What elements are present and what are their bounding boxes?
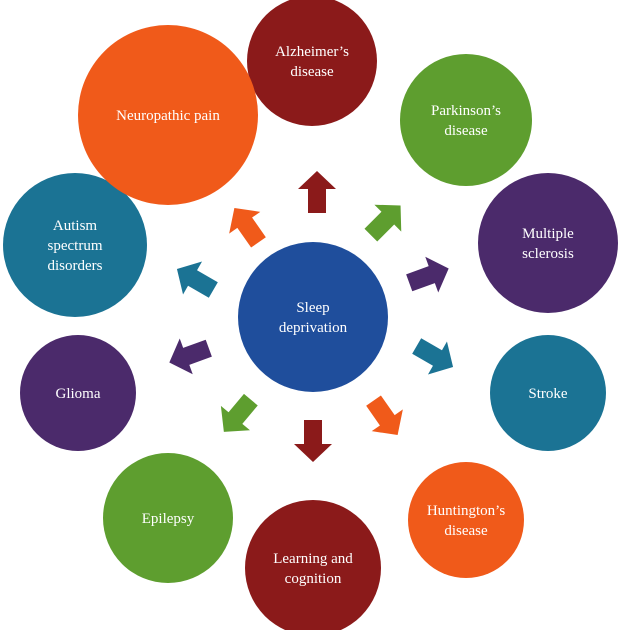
node-huntingtons-circle	[408, 462, 524, 578]
center-node-circle	[238, 242, 388, 392]
node-huntingtons: Huntington’s disease	[408, 462, 524, 578]
node-stroke-label-line: Stroke	[528, 386, 568, 402]
node-parkinsons-label-line: Parkinson’s	[431, 103, 501, 119]
node-glioma-circle	[20, 335, 136, 451]
node-huntingtons-label-line: Huntington’s	[427, 503, 506, 519]
node-neuropathic-pain-circle	[78, 25, 258, 205]
node-multiple-sclerosis: Multiple sclerosis	[478, 173, 618, 313]
node-multiple-sclerosis-circle	[478, 173, 618, 313]
node-glioma: Glioma	[20, 335, 136, 451]
center-node-label-line: deprivation	[279, 320, 348, 336]
node-neuropathic-pain: Neuropathic pain	[78, 25, 258, 205]
stroke-arrow	[412, 338, 454, 375]
node-epilepsy-circle	[103, 453, 233, 583]
node-epilepsy: Epilepsy	[103, 453, 233, 583]
alzheimers-arrow	[298, 171, 336, 213]
node-autism: Autism spectrum disorders	[3, 173, 147, 317]
multiple-sclerosis-arrow	[406, 256, 449, 293]
node-parkinsons-circle	[400, 54, 532, 186]
node-stroke-circle	[490, 335, 606, 451]
node-learning-cognition-label-line: Learning and	[273, 551, 353, 567]
node-alzheimers: Alzheimer’s disease	[247, 0, 377, 126]
node-learning-cognition-label-line: cognition	[285, 571, 342, 587]
node-parkinsons-label-line: disease	[444, 123, 488, 139]
node-multiple-sclerosis-label-line: sclerosis	[522, 246, 574, 262]
node-learning-cognition-circle	[245, 500, 381, 630]
node-autism-label-line: Autism	[53, 218, 98, 234]
huntingtons-arrow	[366, 395, 403, 436]
center-node-label-line: Sleep	[296, 300, 329, 316]
node-multiple-sclerosis-label-line: Multiple	[522, 226, 574, 242]
node-alzheimers-label-line: Alzheimer’s	[275, 44, 349, 60]
node-autism-label-line: spectrum	[48, 238, 103, 254]
node-learning-cognition: Learning and cognition	[245, 500, 381, 630]
node-alzheimers-circle	[247, 0, 377, 126]
parkinsons-arrow	[364, 204, 402, 242]
node-alzheimers-label-line: disease	[290, 64, 334, 80]
autism-arrow	[176, 261, 218, 298]
node-stroke: Stroke	[490, 335, 606, 451]
node-glioma-label-line: Glioma	[56, 386, 101, 402]
epilepsy-arrow	[220, 393, 258, 432]
node-huntingtons-label-line: disease	[444, 523, 488, 539]
learning-cognition-arrow	[294, 420, 332, 462]
node-neuropathic-pain-label-line: Neuropathic pain	[116, 108, 220, 124]
neuropathic-pain-arrow	[229, 207, 266, 248]
node-epilepsy-label-line: Epilepsy	[142, 511, 195, 527]
center-node: Sleep deprivation	[238, 242, 388, 392]
node-autism-label-line: disorders	[48, 258, 103, 274]
node-parkinsons: Parkinson’s disease	[400, 54, 532, 186]
node-autism-circle	[3, 173, 147, 317]
glioma-arrow	[169, 338, 212, 375]
